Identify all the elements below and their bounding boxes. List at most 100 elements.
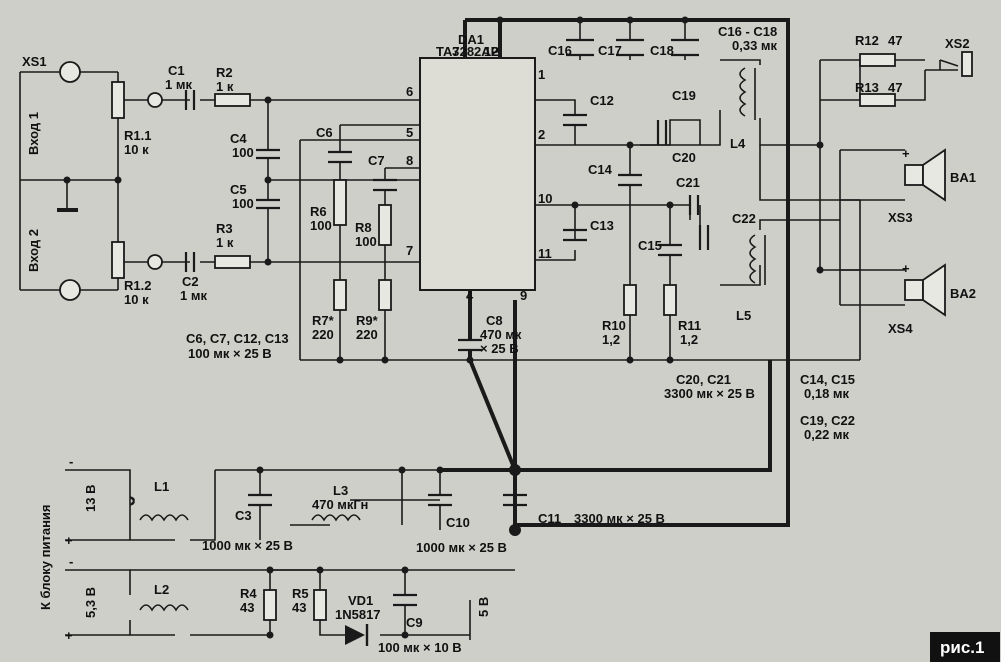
xs2-jack [925,51,973,77]
speaker-ba1 [904,148,946,202]
pin-6: 6 [406,84,413,99]
label-c13: C13 [590,218,614,233]
label-da1-part: TA7282AP [436,44,500,59]
figure-label-box [930,632,1000,662]
label-c16-18-val: 0,33 мк [732,38,778,53]
label-c5-val: 100 [232,196,254,211]
label-c12: C12 [590,93,614,108]
label-input-1: Вход 1 [26,112,41,155]
label-r1-2: R1.2 [124,278,151,293]
label-53v: 5,3 В [83,587,98,618]
label-r1-2-val: 10 к [124,292,149,307]
label-c20-21: C20, C21 [676,372,731,387]
label-c10-val: 1000 мк × 25 В [416,540,507,555]
label-r7-val: 220 [312,327,334,342]
pin-4: 4 [466,288,474,303]
label-c6-group-val: 100 мк × 25 В [188,346,272,361]
label-l4: L4 [730,136,746,151]
xs1-connector [59,61,163,301]
label-vd1-val: 1N5817 [335,607,381,622]
label-r1-1-val: 10 к [124,142,149,157]
label-c15: C15 [638,238,662,253]
label-c16-18: C16 - C18 [718,24,777,39]
speaker-ba2 [904,263,946,317]
resistors [214,53,896,621]
label-5v: 5 В [476,597,491,617]
pin-10: 10 [538,191,552,206]
pin-8: 8 [406,153,413,168]
label-c19-22: C19, C22 [800,413,855,428]
label-r11-val: 1,2 [680,332,698,347]
pin-9: 9 [520,288,527,303]
label-c6-group: C6, C7, C12, C13 [186,331,289,346]
label-c19: C19 [672,88,696,103]
label-c1-val: 1 мк [165,77,192,92]
sign-plus-ba1: + [902,146,910,161]
label-r5: R5 [292,586,309,601]
label-l5: L5 [736,308,751,323]
label-c20-21-val: 3300 мк × 25 В [664,386,755,401]
label-c3: C3 [235,508,252,523]
label-r7: R7* [312,313,335,328]
vd1-diode [345,624,369,646]
label-c19-22-val: 0,22 мк [804,427,850,442]
label-c2-val: 1 мк [180,288,207,303]
label-xs2: XS2 [945,36,970,51]
sign-plus-ba2: + [902,261,910,276]
label-r1-1: R1.1 [124,128,151,143]
label-xs3: XS3 [888,210,913,225]
pin-7: 7 [406,243,413,258]
label-r5-val: 43 [292,600,306,615]
label-r6: R6 [310,204,327,219]
label-da1: DA1 [458,32,484,47]
label-l3-val: 470 мкГн [312,497,368,512]
label-r12: R12 [855,33,879,48]
junctions [63,16,824,639]
r1-1-pot [111,81,125,119]
label-c11: C11 [538,511,561,526]
label-c11-val: 3300 мк × 25 В [574,511,665,526]
label-r2: R2 [216,65,233,80]
label-r3: R3 [216,221,233,236]
label-r12-val: 47 [888,33,902,48]
label-c4: C4 [230,131,247,146]
label-c21: C21 [676,175,700,190]
label-r13: R13 [855,80,879,95]
figure-label: рис.1 [940,638,984,657]
capacitors [184,38,710,607]
sign-plus-2: + [65,628,73,643]
label-c18: C18 [650,43,674,58]
label-l2: L2 [154,582,169,597]
pin-3: 3 [452,44,459,59]
label-r8-val: 100 [355,234,377,249]
r1-2-pot [111,241,125,279]
label-c14-15-val: 0,18 мк [804,386,850,401]
label-c6: C6 [316,125,333,140]
label-input-2: Вход 2 [26,229,41,272]
label-13v: 13 В [83,485,98,512]
label-r4-val: 43 [240,600,254,615]
label-r13-val: 47 [888,80,902,95]
label-c5: C5 [230,182,247,197]
label-c2: C2 [182,274,199,289]
label-r9: R9* [356,313,379,328]
label-vd1: VD1 [348,593,373,608]
pin-12: 12 [484,44,498,59]
label-c16: C16 [548,43,572,58]
label-power: К блоку питания [38,505,53,611]
label-c14: C14 [588,162,613,177]
label-c8-val: 470 мк [480,327,522,342]
label-r11: R11 [678,318,701,333]
label-c10: C10 [446,515,470,530]
label-c14-15: C14, C15 [800,372,855,387]
label-xs4: XS4 [888,321,913,336]
label-r10-val: 1,2 [602,332,620,347]
label-r4: R4 [240,586,257,601]
label-c8: C8 [486,313,503,328]
da1-chip [419,57,536,291]
label-r10: R10 [602,318,626,333]
label-r8: R8 [355,220,372,235]
sign-plus-1: + [65,533,73,548]
label-c3-val: 1000 мк × 25 В [202,538,293,553]
